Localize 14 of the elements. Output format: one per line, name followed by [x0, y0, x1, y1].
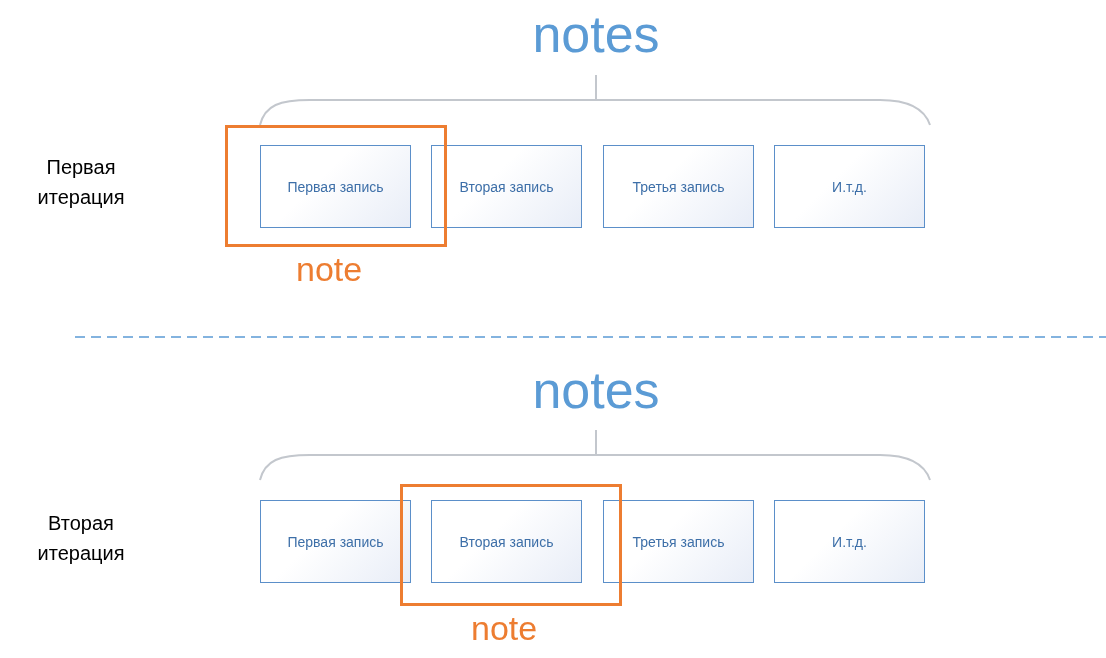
group-title: notes: [532, 360, 660, 420]
record-box: Вторая запись: [431, 500, 582, 583]
record-box: Первая запись: [260, 145, 411, 228]
frame-label: note: [296, 250, 363, 289]
row-label: Вторая итерация: [36, 511, 126, 566]
record-box: И.т.д.: [774, 500, 925, 583]
record-box: Третья запись: [603, 145, 754, 228]
record-box: Вторая запись: [431, 145, 582, 228]
record-box: Третья запись: [603, 500, 754, 583]
row-label: Первая итерация: [36, 155, 126, 210]
frame-label: note: [471, 609, 538, 648]
group-title: notes: [532, 4, 660, 64]
record-box: Первая запись: [260, 500, 411, 583]
record-box: И.т.д.: [774, 145, 925, 228]
